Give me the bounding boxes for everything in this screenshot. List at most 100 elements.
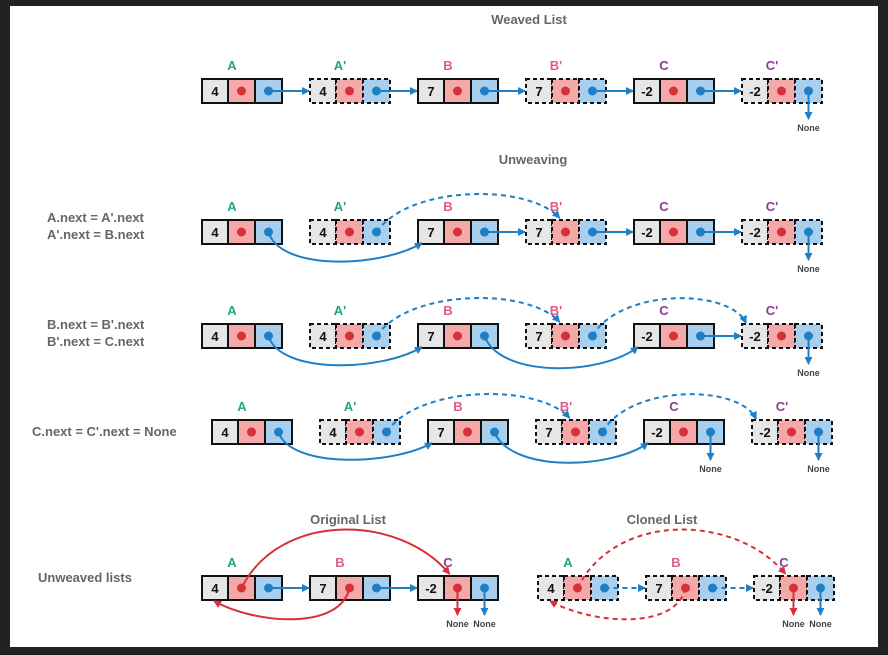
step3-none-cprime-label: None <box>807 464 830 474</box>
original-none-next-label: None <box>473 619 496 629</box>
node-b-value: 7 <box>427 329 434 344</box>
node-c-value: -2 <box>641 329 653 344</box>
node-a: 4A <box>201 303 283 349</box>
cloned-none-data-label: None <box>782 619 805 629</box>
node-c-value-cell <box>633 323 661 349</box>
node-c-prime-value-cell <box>751 419 779 445</box>
node-a-prime-value: 4 <box>547 581 555 596</box>
node-c-prime-data-dot <box>777 86 786 96</box>
cloned-label-b: B <box>671 555 680 570</box>
node-a-prime-value-cell <box>319 419 347 445</box>
node-c-prime-value: -2 <box>749 225 761 240</box>
node-c-prime-value-cell <box>741 78 769 104</box>
node-a-value-cell <box>201 219 229 245</box>
original-none-data-label: None <box>446 619 469 629</box>
step3-arrow-aprime-to-bprime <box>385 393 571 433</box>
node-c: -2C <box>633 58 715 104</box>
node-b-value-cell <box>417 78 445 104</box>
node-label-c: C <box>659 199 669 214</box>
node-c: -2 C <box>643 399 725 445</box>
step2-none-label: None <box>797 368 820 378</box>
node-label-a: A <box>227 199 237 214</box>
node-b-prime: 7 B' <box>525 199 607 245</box>
node-b-prime-value: 7 <box>535 84 542 99</box>
node-label-c: C <box>443 555 453 570</box>
step-1-line-1: A.next = A'.next <box>47 210 145 225</box>
node-c-prime-value: -2 <box>749 84 761 99</box>
node-a-prime: 4 A' <box>309 199 391 245</box>
original-list-title: Original List <box>310 512 387 527</box>
node-a-prime: 4A' <box>309 303 391 349</box>
node-label-a-prime: A' <box>334 58 346 73</box>
node-b-prime-data-dot <box>561 331 570 341</box>
node-b-value: 7 <box>437 425 444 440</box>
node-label-c: C <box>659 303 669 318</box>
node-a-value: 4 <box>211 84 219 99</box>
cloned-label-c: C <box>779 555 789 570</box>
node-b: 7B <box>427 399 509 445</box>
node-c: -2C <box>417 555 499 601</box>
node-c-prime-value-cell <box>753 575 781 601</box>
node-b: 7B <box>417 199 499 245</box>
node-label-c: C <box>669 399 679 414</box>
node-c: -2 C <box>633 199 715 245</box>
node-b-prime-data-dot <box>571 427 580 437</box>
node-c-prime-value: -2 <box>761 581 773 596</box>
node-b-value-cell <box>417 323 445 349</box>
cloned-label-a: A <box>563 555 573 570</box>
node-c-prime: -2C' <box>741 199 823 245</box>
node-b-prime-value: 7 <box>535 225 542 240</box>
unweaved-lists-label: Unweaved lists <box>38 570 132 585</box>
node-label-a-prime: A' <box>344 399 356 414</box>
node-label-a: A <box>227 58 237 73</box>
node-b-prime: 7B' <box>535 399 617 445</box>
node-a-prime-data-dot <box>345 86 354 96</box>
cloned-list-title: Cloned List <box>627 512 698 527</box>
node-label-b: B <box>443 58 452 73</box>
step1-none-label: None <box>797 264 820 274</box>
node-c-prime-data-dot <box>787 427 796 437</box>
node-c-data-dot <box>679 427 688 437</box>
step1-arrow-aprime-to-bprime <box>375 193 561 233</box>
node-a-prime-value: 4 <box>319 84 327 99</box>
node-c-prime: -2 C' <box>741 58 823 104</box>
node-c-data-dot <box>669 331 678 341</box>
node-label-b-prime: B' <box>550 199 562 214</box>
node-c-prime-value: -2 <box>759 425 771 440</box>
node-a-prime-value: 4 <box>319 225 327 240</box>
step3-arrow-bprime-to-cprime <box>601 393 757 433</box>
step-3-line-1: C.next = C'.next = None <box>32 424 177 439</box>
node-label-c-prime: C' <box>766 303 778 318</box>
step2-arrow-bprime-to-cprime <box>591 297 747 337</box>
node-label-b: B <box>443 199 452 214</box>
node-a-value: 4 <box>211 581 219 596</box>
node-label-a-prime: A' <box>334 199 346 214</box>
node-b-data-dot <box>453 86 462 96</box>
node-b-prime-value-cell <box>525 323 553 349</box>
node-a-data-dot <box>247 427 256 437</box>
node-c-value: -2 <box>651 425 663 440</box>
node-a-data-dot <box>237 331 246 341</box>
node-c-data-dot <box>669 227 678 237</box>
node-label-a: A <box>237 399 247 414</box>
node-b-data-dot <box>453 227 462 237</box>
cloned-none-next-label: None <box>809 619 832 629</box>
node-a-value-cell <box>201 575 229 601</box>
node-a: 4A <box>201 199 283 245</box>
step-2-line-2: B'.next = C.next <box>47 334 145 349</box>
node-c-prime-value-cell <box>741 323 769 349</box>
step2-arrow-a-to-b <box>267 335 423 367</box>
node-label-b-prime: B' <box>550 303 562 318</box>
step1-arrow-a-to-b <box>267 231 423 263</box>
node-a-prime-value: 4 <box>329 425 337 440</box>
node-c-value: -2 <box>641 225 653 240</box>
node-b-data-dot <box>463 427 472 437</box>
node-b-prime-data-dot <box>561 86 570 96</box>
node-label-c-prime: C' <box>766 58 778 73</box>
node-a-prime-value: 4 <box>319 329 327 344</box>
node-b-prime-value: 7 <box>655 581 662 596</box>
node-a-prime: 4 A' <box>309 58 391 104</box>
original-data-b-to-a <box>213 587 351 621</box>
step3-arrow-b-to-c <box>493 431 649 464</box>
node-c-prime-value: -2 <box>749 329 761 344</box>
